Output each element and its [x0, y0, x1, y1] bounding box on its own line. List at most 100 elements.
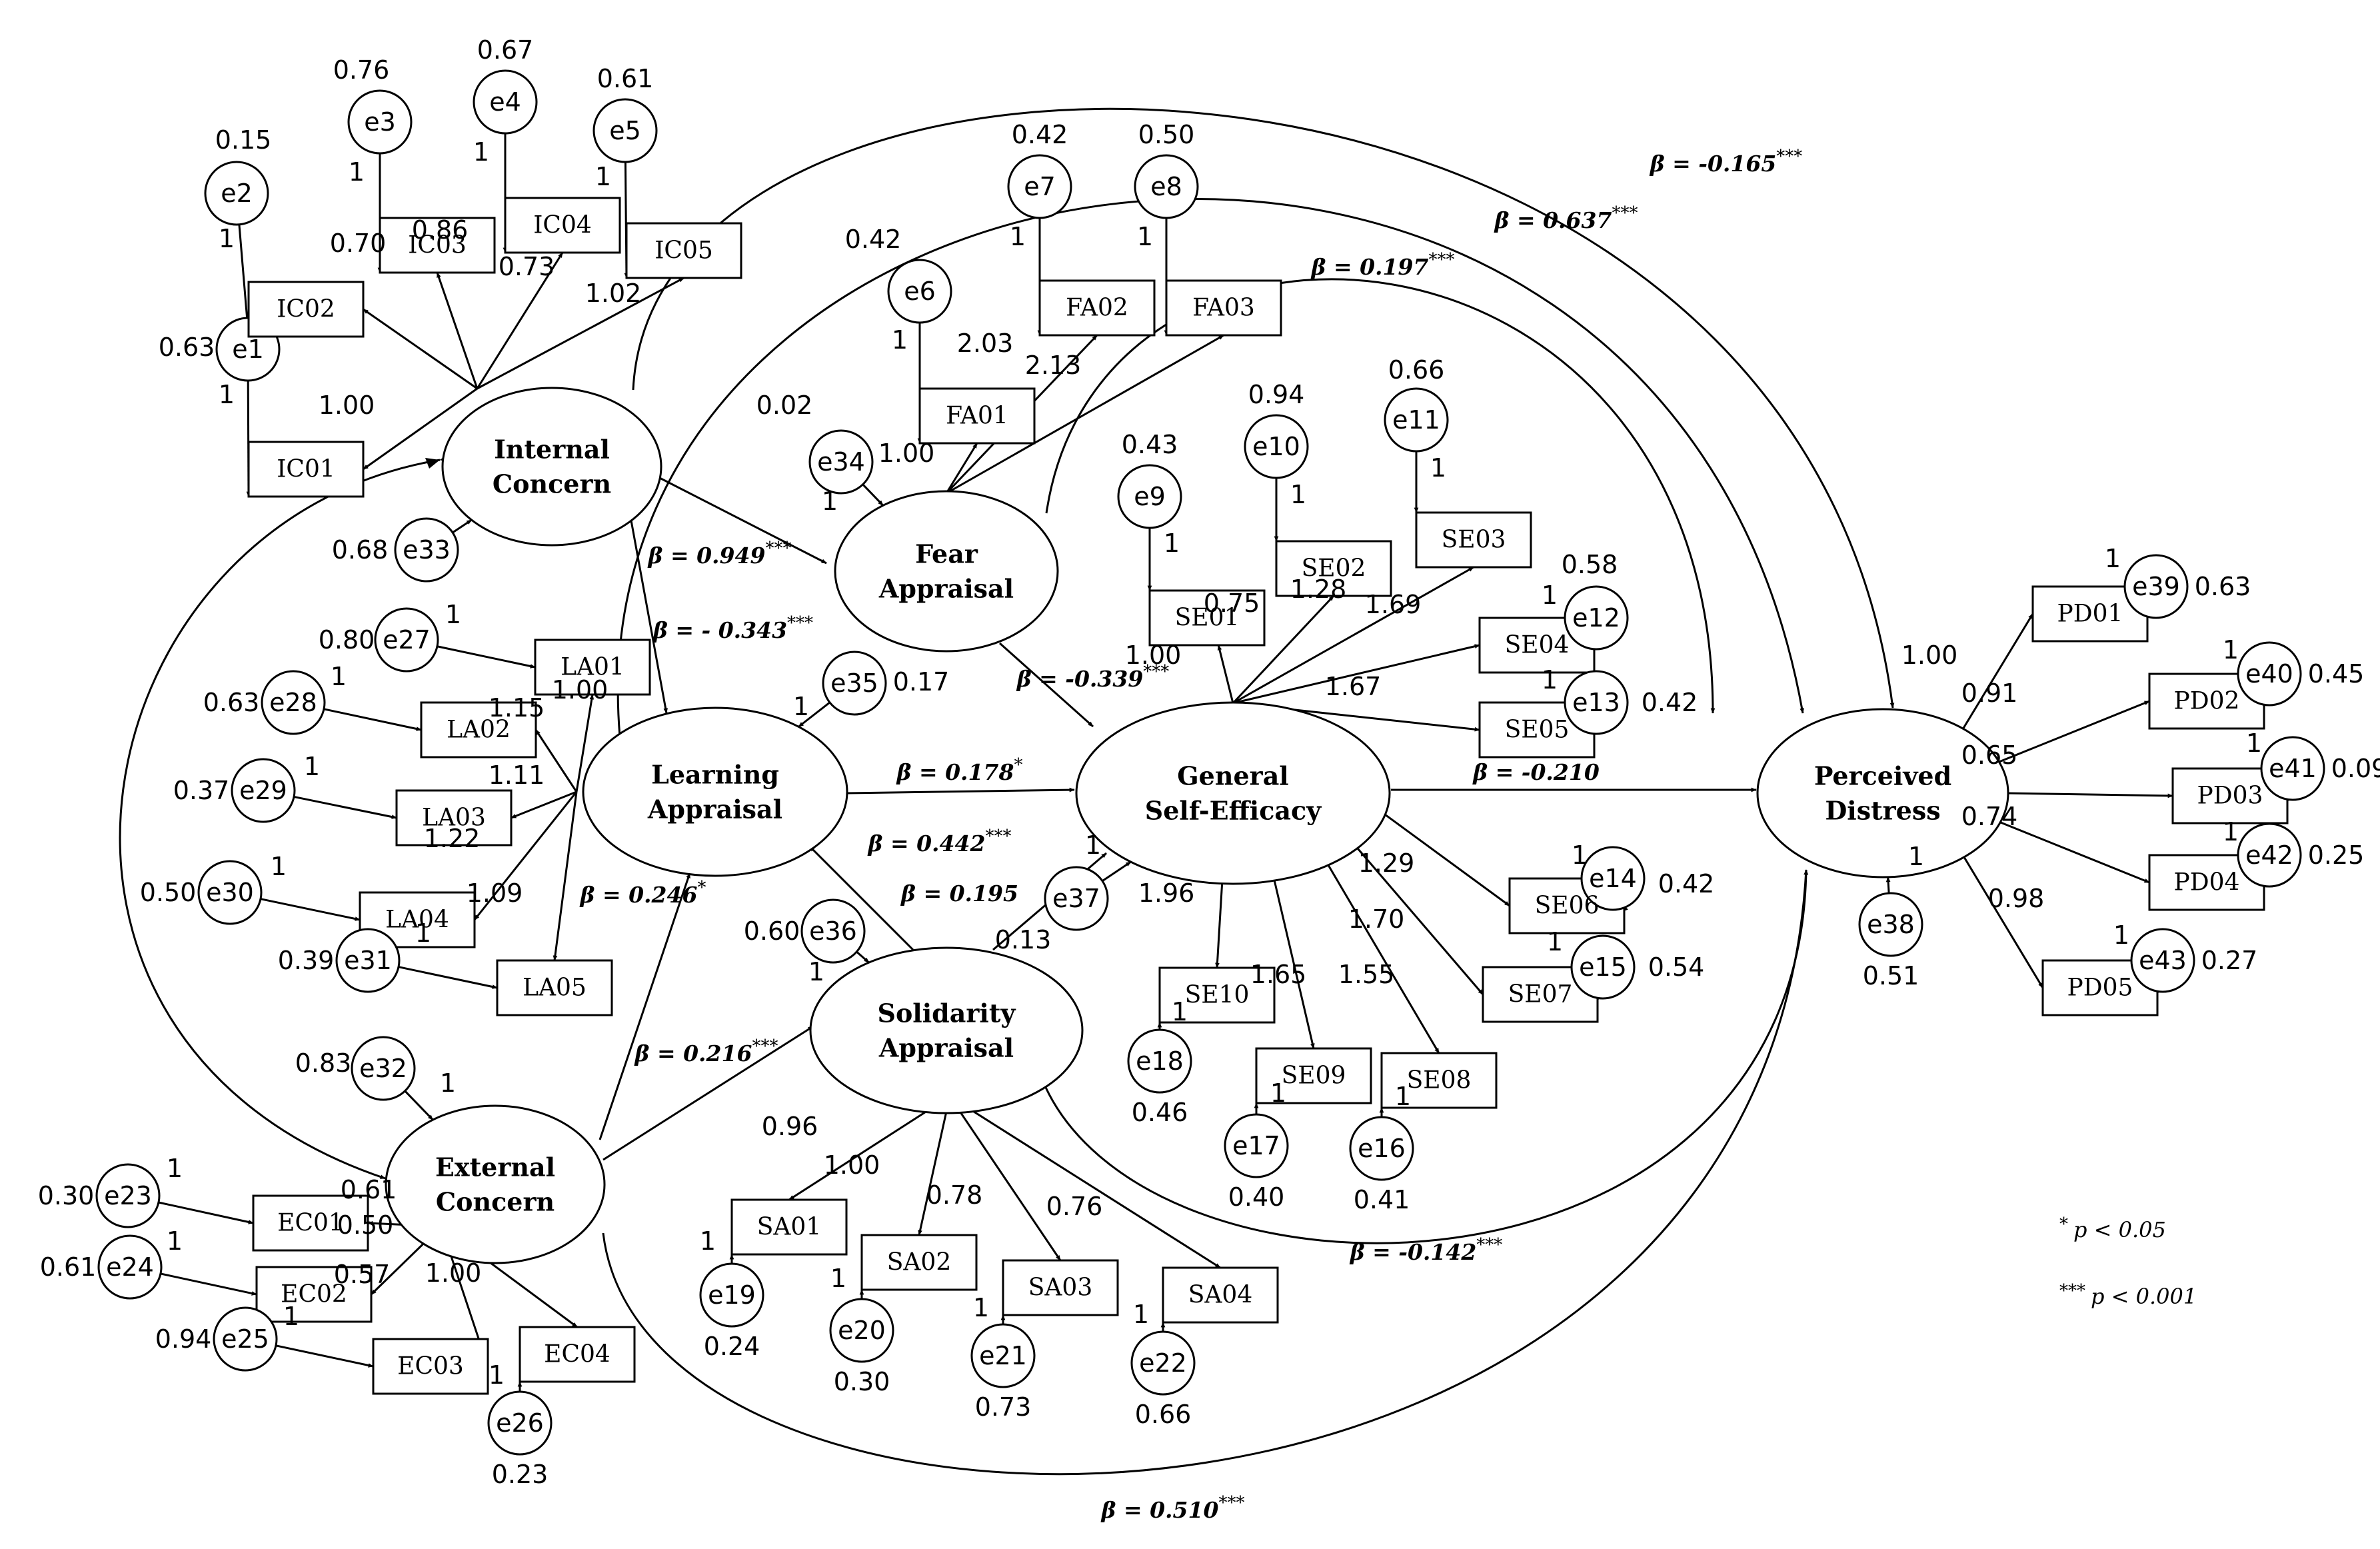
fixed-path-value: 1: [973, 1293, 989, 1322]
loading-value: 1.09: [467, 878, 523, 908]
error-e16: [1349, 1116, 1414, 1181]
indicator-label: IC04: [533, 212, 592, 239]
indicator-label: SA04: [1188, 1282, 1252, 1309]
loading-value: 2.13: [1025, 351, 1082, 380]
disturbance-label: e37: [1052, 884, 1100, 913]
loading-value: 1.69: [1365, 590, 1422, 619]
beta-value: β = 0.178: [896, 759, 1014, 785]
error-arrow: [398, 966, 498, 989]
fixed-path-value: 1: [331, 662, 347, 691]
loading-value: 1.00: [552, 675, 608, 705]
significance-stars: *: [697, 878, 706, 898]
path-coefficient: β = 0.216***: [634, 1036, 778, 1066]
loading-value: 0.98: [1988, 884, 2045, 913]
indicator-label: FA01: [946, 403, 1008, 430]
beta-value: β = 0.197: [1310, 254, 1429, 280]
loading-arrow: [476, 252, 564, 389]
latent-label: Concern: [436, 1187, 555, 1217]
error-label: e3: [364, 107, 396, 137]
indicator-fa03: [1165, 279, 1282, 337]
error-label: e17: [1232, 1131, 1280, 1160]
shapes-layer: [95, 69, 2325, 1456]
path-coefficient: β = -0.142***: [1349, 1235, 1503, 1265]
fixed-path-value: 1: [167, 1154, 183, 1183]
indicator-label: PD04: [2174, 869, 2240, 896]
indicator-label: EC01: [277, 1210, 344, 1237]
disturbance-label: e32: [359, 1054, 407, 1083]
error-e42: [2237, 822, 2302, 888]
indicator-la05: [496, 959, 613, 1016]
error-e2: [204, 161, 269, 226]
indicator-label: SE05: [1505, 717, 1570, 744]
indicator-ec01: [252, 1194, 369, 1252]
loading-value: 1.00: [319, 391, 375, 420]
path-la-pd: [616, 198, 1804, 737]
disturbance-label: e33: [403, 535, 451, 565]
latent-label: Fear: [915, 539, 978, 569]
loading-value: 0.91: [1961, 679, 2018, 708]
loading-value: 1.00: [824, 1150, 880, 1180]
error-label: e43: [2139, 946, 2187, 975]
loading-arrow: [1232, 566, 1474, 705]
loading-value: 1.67: [1325, 672, 1382, 701]
disturbance-e34: [808, 429, 874, 495]
error-e43: [2130, 928, 2195, 993]
error-variance: 0.50: [1138, 120, 1195, 149]
fixed-path-value: 1: [1572, 840, 1588, 870]
error-variance: 0.41: [1354, 1185, 1410, 1214]
indicator-sa04: [1162, 1266, 1279, 1324]
fixed-path-value: 1: [445, 600, 461, 629]
error-e21: [970, 1323, 1036, 1388]
disturbance-e38: [1858, 892, 1923, 957]
fixed-path-value: 1: [271, 852, 287, 881]
error-label: e18: [1136, 1046, 1184, 1076]
disturbance-variance: 0.68: [332, 535, 389, 565]
disturbance-arrow: [404, 1090, 434, 1121]
disturbance-arrow: [1885, 876, 1891, 894]
significance-legend-item: *p < 0.05: [2059, 1214, 2166, 1242]
indicator-label: SE08: [1407, 1067, 1472, 1094]
error-variance: 0.09: [2331, 754, 2380, 783]
significance-legend-item: ***p < 0.001: [2059, 1281, 2197, 1309]
error-arrow: [158, 1201, 254, 1224]
indicator-label: IC03: [408, 232, 467, 259]
error-label: e30: [206, 878, 254, 907]
error-e13: [1564, 670, 1629, 735]
indicator-se02: [1275, 540, 1392, 597]
indicator-sa03: [1002, 1259, 1119, 1316]
path-ic-la: [628, 513, 668, 714]
indicator-ec03: [372, 1338, 489, 1395]
error-arrow: [323, 708, 422, 731]
error-label: e39: [2132, 572, 2180, 601]
beta-value: β = - 0.343: [652, 617, 787, 643]
legend-stars: ***: [2059, 1281, 2085, 1301]
loading-arrow: [575, 694, 595, 792]
loading-value: 2.03: [957, 329, 1014, 358]
error-label: e8: [1150, 172, 1182, 201]
loading-arrow: [918, 1096, 951, 1236]
indicator-fa01: [918, 387, 1036, 445]
fixed-path-value: 1: [2105, 544, 2121, 573]
loading-arrow: [363, 308, 478, 390]
path-coefficient: β = -0.210: [1472, 759, 1600, 785]
error-label: e16: [1358, 1134, 1406, 1163]
error-label: e29: [239, 776, 287, 805]
indicator-sa02: [860, 1234, 978, 1291]
error-variance: 0.43: [1122, 430, 1178, 459]
loading-value: 0.78: [926, 1180, 983, 1210]
error-variance: 0.39: [278, 946, 335, 975]
path-coefficient: β = -0.339***: [1016, 662, 1170, 692]
indicator-label: SE10: [1185, 982, 1250, 1009]
indicator-label: SE02: [1302, 555, 1366, 583]
significance-stars: *: [1014, 755, 1022, 775]
error-label: e4: [489, 87, 521, 117]
indicator-ic05: [625, 222, 742, 279]
error-variance: 0.63: [159, 333, 215, 362]
error-variance: 0.27: [2201, 946, 2258, 975]
latent-sa: [809, 946, 1084, 1114]
beta-value: β = 0.246: [579, 882, 698, 908]
disturbance-arrow: [452, 519, 473, 534]
indicator-ic04: [504, 197, 621, 254]
beta-value: β = -0.165: [1649, 151, 1777, 177]
indicator-label: LA03: [422, 804, 486, 832]
